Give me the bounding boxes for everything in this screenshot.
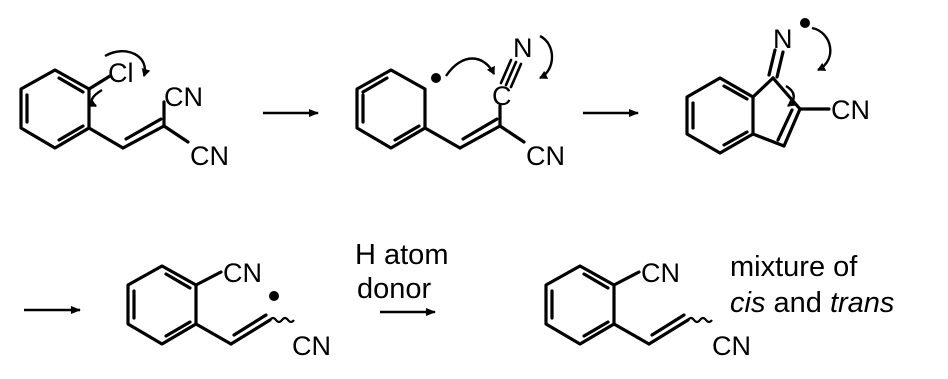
note-line-2: cis and trans [730,287,894,319]
note-line-1: mixture of [730,251,858,283]
radical-dot [800,18,810,28]
c-cl-bond [87,74,112,91]
cl-label: Cl [108,58,134,88]
nitrogen-label: N [773,24,793,54]
note-cis: cis [730,287,765,319]
molecule-3: N CN [685,18,870,155]
cn-label: CN [831,95,870,125]
wavy-bond [269,316,295,324]
benzene-ring [544,264,616,346]
curly-arrow [811,26,832,72]
radical-dot [269,291,279,301]
cn-label: CN [712,331,751,361]
cn-label: CN [292,331,331,361]
imine-bond [767,48,777,77]
molecule-4: CN CN [126,258,331,361]
curly-arrow [785,84,797,107]
cn-label: CN [223,258,262,288]
triple-bond [504,60,518,87]
cn-label: CN [190,141,229,171]
benzene-ring [126,264,198,346]
note-trans: trans [830,287,894,319]
molecule-2: C N CN [355,33,565,171]
note-and: and [765,287,830,319]
curly-arrow [87,88,103,108]
curly-arrow [539,34,554,80]
carbon-label: C [492,81,512,111]
curly-arrow [104,50,151,77]
nitrogen-label: N [513,33,533,63]
cn-label: CN [641,258,680,288]
curly-arrow [445,57,496,77]
benzene-ring [355,68,427,150]
benzene-ring [19,68,91,150]
molecule-1: Cl CN CN [19,50,229,171]
isomer-note: mixture of cis and trans [730,251,894,319]
reagent-block: H atom donor [355,239,448,316]
reagent-line-1: H atom [355,239,448,271]
wavy-bond [687,316,713,324]
cn-label: CN [164,82,203,112]
reagent-line-2: donor [357,273,432,305]
molecule-5: CN CN [544,258,751,361]
radical-dot [431,73,441,83]
cn-label: CN [526,141,565,171]
benzene-ring [685,76,755,155]
